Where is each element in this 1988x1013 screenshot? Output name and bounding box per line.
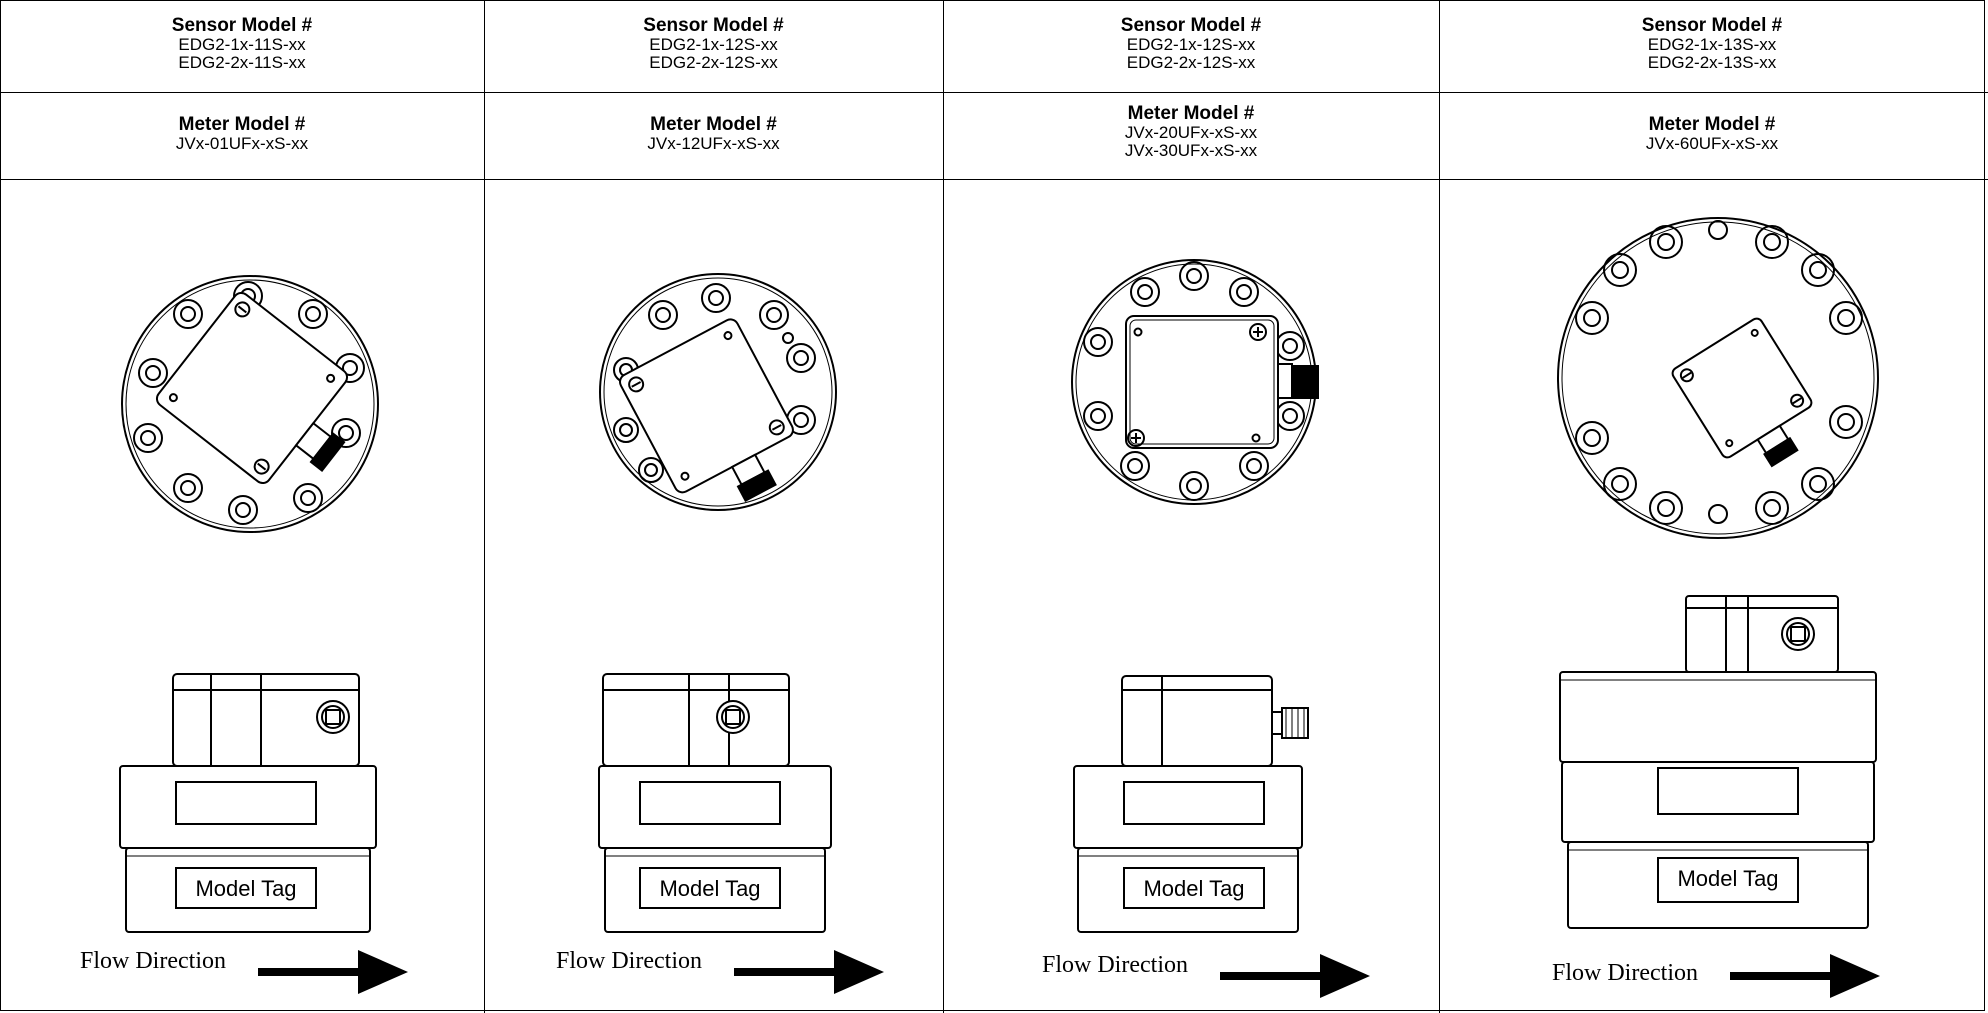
meter-model-cell: Meter Model # JVx-01UFx-xS-xx bbox=[0, 115, 484, 153]
column-divider bbox=[1439, 0, 1440, 1013]
meter-top-view-drawing bbox=[1557, 217, 1879, 539]
meter-model-heading: Meter Model # bbox=[1648, 114, 1776, 135]
meter-model-heading: Meter Model # bbox=[650, 114, 777, 135]
flow-arrow-icon bbox=[1730, 954, 1880, 998]
sensor-model-number: EDG2-1x-11S-xx bbox=[178, 35, 306, 54]
sensor-model-heading: Sensor Model # bbox=[1120, 15, 1262, 36]
bolt-head-icon bbox=[133, 281, 365, 525]
flow-direction-label: Flow Direction bbox=[1042, 952, 1188, 978]
sensor-model-number: EDG2-2x-13S-xx bbox=[1647, 53, 1777, 72]
meter-model-number: JVx-20UFx-xS-xx bbox=[1124, 123, 1258, 142]
sensor-model-cell: Sensor Model # EDG2-1x-12S-xx EDG2-2x-12… bbox=[484, 16, 943, 72]
model-tag-label: Model Tag bbox=[659, 876, 760, 901]
meter-top-view-drawing bbox=[599, 273, 837, 511]
meter-top-view-drawing bbox=[121, 275, 379, 533]
meter-model-heading: Meter Model # bbox=[178, 114, 306, 135]
sensor-model-cell: Sensor Model # EDG2-1x-13S-xx EDG2-2x-13… bbox=[1439, 16, 1985, 72]
bolt-head-icon bbox=[1575, 225, 1863, 525]
sensor-model-heading: Sensor Model # bbox=[1641, 15, 1783, 36]
flow-direction-label: Flow Direction bbox=[556, 948, 702, 974]
row-divider bbox=[0, 179, 1988, 180]
sensor-model-number: EDG2-2x-12S-xx bbox=[649, 53, 778, 72]
sensor-model-heading: Sensor Model # bbox=[643, 15, 784, 36]
meter-model-cell: Meter Model # JVx-20UFx-xS-xx JVx-30UFx-… bbox=[943, 104, 1439, 160]
meter-model-number: JVx-12UFx-xS-xx bbox=[647, 134, 780, 153]
column-divider bbox=[943, 0, 944, 1013]
sensor-model-number: EDG2-1x-13S-xx bbox=[1647, 35, 1777, 54]
sensor-model-cell: Sensor Model # EDG2-1x-12S-xx EDG2-2x-12… bbox=[943, 16, 1439, 72]
meter-model-number: JVx-01UFx-xS-xx bbox=[175, 134, 309, 153]
meter-side-view-drawing: Model Tag bbox=[598, 673, 832, 933]
meter-top-view-drawing bbox=[1071, 259, 1319, 505]
sensor-model-cell: Sensor Model # EDG2-1x-11S-xx EDG2-2x-11… bbox=[0, 16, 484, 72]
column-divider bbox=[484, 0, 485, 1013]
flow-arrow-icon bbox=[258, 950, 408, 994]
model-tag-label: Model Tag bbox=[1677, 866, 1778, 891]
row-divider bbox=[0, 92, 1988, 93]
flow-direction-label: Flow Direction bbox=[80, 948, 226, 974]
meter-model-heading: Meter Model # bbox=[1127, 103, 1255, 124]
model-tag-label: Model Tag bbox=[1143, 876, 1244, 901]
flow-arrow-icon bbox=[734, 950, 884, 994]
meter-model-number: JVx-30UFx-xS-xx bbox=[1124, 141, 1258, 160]
sensor-model-heading: Sensor Model # bbox=[171, 15, 313, 36]
meter-side-view-drawing: Model Tag bbox=[1559, 595, 1877, 929]
flow-arrow-icon bbox=[1220, 954, 1370, 998]
flow-direction-label: Flow Direction bbox=[1552, 960, 1698, 986]
sensor-model-number: EDG2-1x-12S-xx bbox=[1126, 35, 1256, 54]
sensor-model-number: EDG2-2x-12S-xx bbox=[1126, 53, 1256, 72]
meter-model-cell: Meter Model # JVx-60UFx-xS-xx bbox=[1439, 115, 1985, 153]
sensor-model-number: EDG2-2x-11S-xx bbox=[178, 53, 306, 72]
meter-model-cell: Meter Model # JVx-12UFx-xS-xx bbox=[484, 115, 943, 153]
model-tag-label: Model Tag bbox=[195, 876, 296, 901]
sensor-model-number: EDG2-1x-12S-xx bbox=[649, 35, 778, 54]
meter-model-number: JVx-60UFx-xS-xx bbox=[1645, 134, 1779, 153]
meter-side-view-drawing: Model Tag bbox=[1073, 675, 1309, 933]
meter-side-view-drawing: Model Tag bbox=[119, 673, 377, 933]
